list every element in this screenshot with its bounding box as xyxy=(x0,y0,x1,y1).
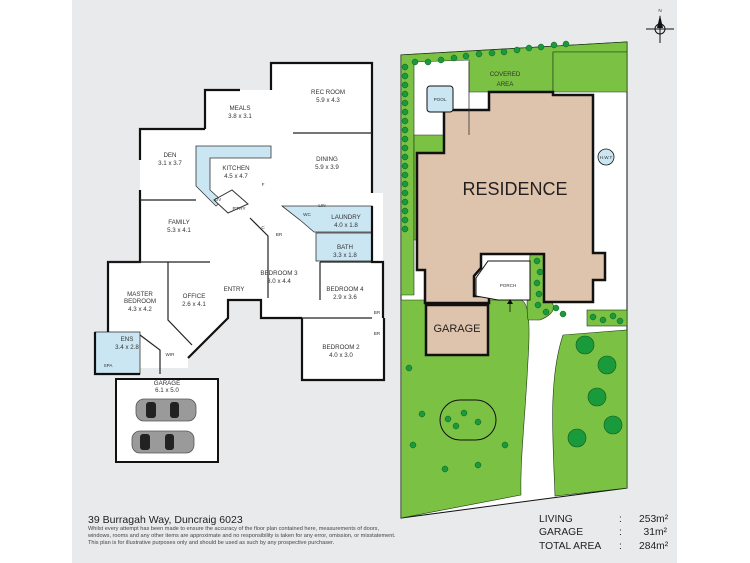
area-label: GARAGE xyxy=(539,527,584,539)
room-dims-meals: 3.8 x 3.1 xyxy=(228,113,252,120)
area-summary: LIVING : 253m² GARAGE : 31m² TOTAL AREA … xyxy=(539,513,669,553)
covered-area-label: COVERED xyxy=(490,71,521,78)
area-value: 31m² xyxy=(643,527,667,539)
room-dims-bedroom-3: 3.0 x 4.4 xyxy=(267,278,291,285)
car-icon xyxy=(131,430,195,454)
site-garage-label: GARAGE xyxy=(433,323,480,335)
disclaimer-line: Whilst every attempt has been made to en… xyxy=(88,526,380,532)
area-separator: : xyxy=(619,527,622,539)
room-dims-ens: 3.4 x 2.8 xyxy=(115,344,139,351)
shrub-row xyxy=(401,40,624,473)
area-row-garage: GARAGE : 31m² xyxy=(539,526,667,539)
area-separator: : xyxy=(619,540,622,552)
pool-label: POOL xyxy=(434,97,447,102)
footer: 39 Burragah Way, Duncraig 6023 Whilst ev… xyxy=(88,514,508,548)
room-label-garage: GARAGE xyxy=(154,380,180,387)
room-dims-laundry: 4.0 x 1.8 xyxy=(334,222,358,229)
room-dims-garage: 6.1 x 5.0 xyxy=(155,387,179,394)
room-label-bedroom-2: BEDROOM 2 xyxy=(322,344,360,351)
hwt-icon xyxy=(597,148,615,166)
covered-area-label-2: AREA xyxy=(497,81,515,88)
fridge-label: F xyxy=(262,182,265,187)
room-label-entry: ENTRY xyxy=(224,286,245,293)
pantry-label: P'TRY xyxy=(232,206,245,211)
spa-label: SPA xyxy=(104,363,114,368)
room-label-den: DEN xyxy=(163,152,176,159)
room-dims-bedroom-4: 2.9 x 3.6 xyxy=(333,294,357,301)
disclaimer-line: This plan is for illustrative purposes o… xyxy=(88,540,335,547)
room-dims-bath: 3.3 x 1.8 xyxy=(333,252,357,259)
room-label-master: MASTER xyxy=(127,291,153,298)
room-dims-dining: 5.9 x 3.9 xyxy=(315,164,339,171)
robe-label: BR xyxy=(374,331,381,336)
wir-label: WIR xyxy=(166,352,176,357)
area-value: 253m² xyxy=(639,514,669,525)
svg-text:N: N xyxy=(658,8,661,13)
room-label-kitchen: KITCHEN xyxy=(222,165,249,172)
room-label-bedroom-4: BEDROOM 4 xyxy=(326,286,364,293)
room-label-ens: ENS xyxy=(121,336,134,343)
linen-label: LIN xyxy=(318,203,325,208)
porch-label: PORCH xyxy=(500,283,517,288)
room-dims-den: 3.1 x 3.7 xyxy=(158,160,182,167)
area-row-total: TOTAL AREA : 284m² xyxy=(539,540,669,553)
oven-label: OV xyxy=(215,197,223,202)
robe-label: BR xyxy=(276,232,283,237)
room-label-master-bedroom: BEDROOM xyxy=(124,298,156,305)
area-value: 284m² xyxy=(639,540,669,552)
room-label-family: FAMILY xyxy=(168,219,190,226)
area-row-living: LIVING : 253m² xyxy=(539,513,669,526)
room-label-meals: MEALS xyxy=(230,105,251,112)
room-dims-kitchen: 4.5 x 4.7 xyxy=(224,173,248,180)
car-icon xyxy=(135,398,197,422)
room-label-dining: DINING xyxy=(316,156,338,163)
property-address: 39 Burragah Way, Duncraig 6023 xyxy=(88,514,243,526)
area-label: TOTAL AREA xyxy=(539,540,602,552)
room-label-laundry: LAUNDRY xyxy=(331,214,360,221)
room-label-bath: BATH xyxy=(337,244,353,251)
room-dims-office: 2.6 x 4.1 xyxy=(182,301,206,308)
hwt-label: H.W.T xyxy=(600,155,613,160)
room-dims-rec-room: 5.9 x 4.3 xyxy=(316,97,340,104)
room-label-rec-room: REC ROOM xyxy=(311,89,345,96)
disclaimer: Whilst every attempt has been made to en… xyxy=(88,526,508,548)
room-dims-bedroom-2: 4.0 x 3.0 xyxy=(329,352,353,359)
room-dims-master: 4.3 x 4.2 xyxy=(128,306,152,313)
wc-label: WC xyxy=(303,212,311,217)
floor-plan: REC ROOM 5.9 x 4.3 MEALS 3.8 x 3.1 DEN 3… xyxy=(93,61,386,463)
robe-label: BR xyxy=(374,310,381,315)
area-label: LIVING xyxy=(539,514,573,525)
site-plan: RESIDENCE GARAGE PORCH POOL COVERED AREA… xyxy=(400,40,628,519)
north-arrow-icon: N xyxy=(646,8,674,43)
room-dims-family: 5.3 x 4.1 xyxy=(167,227,191,234)
disclaimer-line: windows, rooms and any other items are a… xyxy=(88,533,396,540)
residence-label: RESIDENCE xyxy=(462,179,567,199)
room-label-bedroom-3: BEDROOM 3 xyxy=(260,270,298,277)
area-separator: : xyxy=(619,514,622,525)
tree-icons xyxy=(567,335,623,448)
room-label-office: OFFICE xyxy=(183,293,206,300)
cupboard-label: C xyxy=(261,225,265,230)
